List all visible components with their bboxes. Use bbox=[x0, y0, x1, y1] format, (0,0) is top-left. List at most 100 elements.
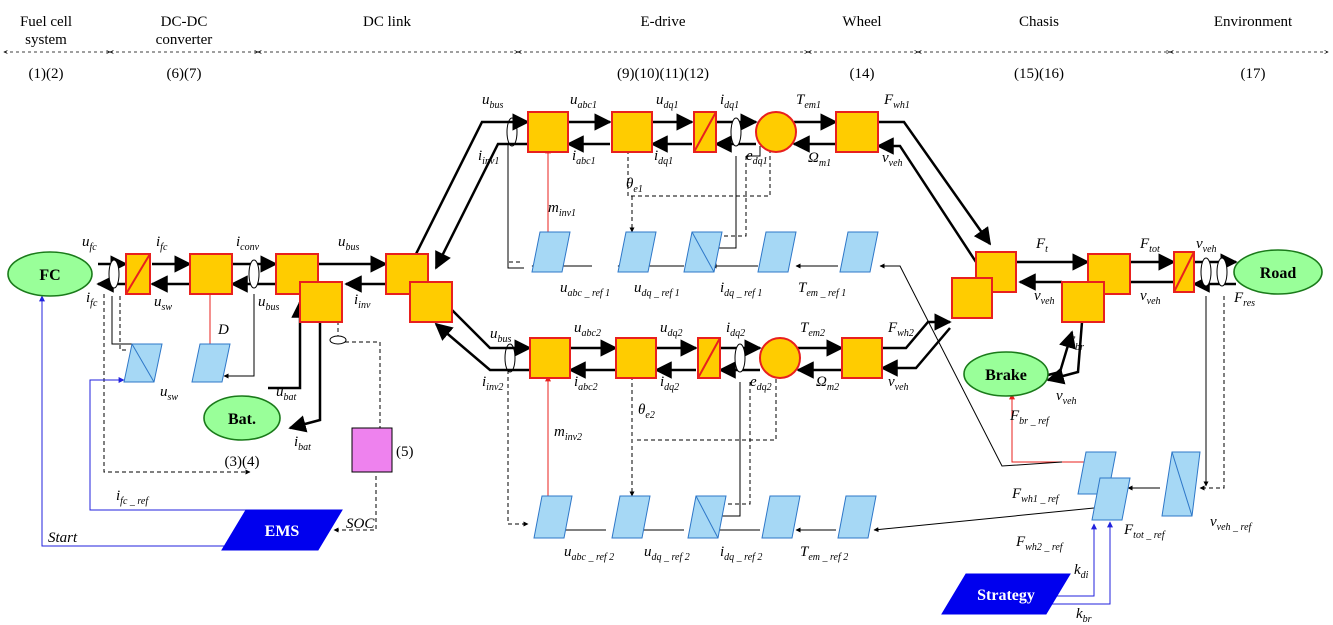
converter-control-2 bbox=[191, 343, 231, 383]
label-i-dq2-t: idq2 bbox=[726, 320, 745, 339]
current2-control bbox=[687, 495, 727, 539]
label-v-veh-ch2: vveh bbox=[1140, 288, 1161, 307]
dcdc-converter-block bbox=[189, 253, 233, 295]
section-wheel-eqs: (14) bbox=[850, 66, 875, 82]
sensor-marks bbox=[108, 117, 1228, 373]
section-dcdc-title-1: DC-DC bbox=[161, 14, 208, 30]
wheel2-block bbox=[841, 337, 883, 379]
label-e-dq2: edq2 bbox=[750, 374, 772, 393]
label-u-sw-2: usw bbox=[160, 384, 178, 403]
wheel1-block bbox=[835, 111, 879, 153]
label-m-inv2: minv2 bbox=[554, 424, 582, 443]
motor2-circle bbox=[759, 337, 801, 379]
label-v-veh-ch1: vveh bbox=[1034, 288, 1055, 307]
label-u-bus-2: ubus bbox=[490, 326, 512, 345]
label-k-di: kdi bbox=[1074, 562, 1089, 581]
label-i-bat: ibat bbox=[294, 434, 311, 453]
strategy-block: Strategy bbox=[941, 573, 1071, 615]
label-v-veh-2: vveh bbox=[888, 374, 909, 393]
label-i-fc-left: ifc bbox=[86, 290, 98, 309]
inv2-control bbox=[533, 495, 573, 539]
label-F-res: Fres bbox=[1233, 290, 1255, 309]
chassis-coupling-block-2 bbox=[951, 277, 993, 319]
label-u-bus-link: ubus bbox=[338, 234, 360, 253]
road-source: Road bbox=[1233, 249, 1323, 295]
dclink-block-2 bbox=[409, 281, 453, 323]
label-SOC: SOC bbox=[346, 516, 375, 532]
dcdc-coupling-block-2 bbox=[299, 281, 343, 323]
inverter2-block bbox=[529, 337, 571, 379]
label-i-abc2: iabc2 bbox=[574, 374, 598, 393]
conversion-blocks bbox=[189, 111, 1131, 379]
section-wheel-title: Wheel bbox=[842, 14, 881, 30]
sources: FC Bat. Road Brake bbox=[7, 249, 1323, 441]
label-i-dq1-t: idq1 bbox=[720, 92, 739, 111]
label-v-veh-ref: vveh _ ref bbox=[1210, 514, 1253, 533]
chassis-accumulation bbox=[1173, 251, 1195, 293]
label-i-inv2: iinv2 bbox=[482, 374, 503, 393]
label-i-inv1: iinv1 bbox=[478, 148, 499, 167]
wheel-force-distribution-2 bbox=[1091, 477, 1131, 521]
label-u-dq2: udq2 bbox=[660, 320, 683, 339]
section-header: Fuel cell system (1)(2) DC-DC converter … bbox=[4, 14, 1328, 82]
park2-control bbox=[611, 495, 651, 539]
torque1-control bbox=[757, 231, 797, 273]
label-i-conv: iconv bbox=[236, 234, 260, 253]
ems-label: EMS bbox=[265, 523, 300, 540]
em-conversion bbox=[755, 111, 801, 379]
fuel-cell-source: FC bbox=[7, 251, 93, 297]
label-u-abc2: uabc2 bbox=[574, 320, 601, 339]
soc-estimator: (5) bbox=[351, 427, 414, 473]
label-F-wh1-ref: Fwh1 _ ref bbox=[1011, 486, 1060, 505]
label-u-abc1: uabc1 bbox=[570, 92, 597, 111]
chassis-speed-control bbox=[1161, 451, 1201, 517]
section-environment-eqs: (17) bbox=[1241, 66, 1266, 82]
label-v-veh-brake: vveh bbox=[1056, 388, 1077, 407]
variable-labels: ufc ifc ifc iconv usw D ubus ubus iinv u… bbox=[48, 92, 1255, 625]
fc-accumulation bbox=[125, 253, 151, 295]
soc-eq-label: (5) bbox=[396, 444, 414, 460]
label-i-dq2-b: idq2 bbox=[660, 374, 679, 393]
motor1-circle bbox=[755, 111, 797, 153]
label-i-fc-ref: ifc _ ref bbox=[116, 488, 149, 507]
section-chasis-eqs: (15)(16) bbox=[1014, 66, 1064, 82]
converter-control-1 bbox=[123, 343, 163, 383]
section-fuel-cell-eqs: (1)(2) bbox=[29, 66, 64, 82]
label-F-br-ref: Fbr _ ref bbox=[1009, 408, 1050, 427]
label-F-br: Fbr bbox=[1065, 334, 1084, 353]
label-i-dq-ref1: idq _ ref 1 bbox=[720, 280, 762, 299]
current1-control bbox=[683, 231, 723, 273]
inverter1-block bbox=[527, 111, 569, 153]
label-m-inv1: minv1 bbox=[548, 200, 576, 219]
inv1-control bbox=[531, 231, 571, 273]
drive1-accumulation bbox=[693, 111, 717, 153]
park1-block bbox=[611, 111, 653, 153]
label-u-dq-ref1: udq _ ref 1 bbox=[634, 280, 680, 299]
label-F-wh2: Fwh2 bbox=[887, 320, 914, 339]
strategy-label: Strategy bbox=[977, 587, 1035, 604]
label-v-veh-1: vveh bbox=[882, 150, 903, 169]
label-u-abc-ref2: uabc _ ref 2 bbox=[564, 544, 614, 563]
road-label: Road bbox=[1260, 265, 1297, 282]
brake-label: Brake bbox=[985, 367, 1027, 384]
label-k-br: kbr bbox=[1076, 606, 1092, 625]
label-i-inv: iinv bbox=[354, 292, 371, 311]
label-u-abc-ref1: uabc _ ref 1 bbox=[560, 280, 610, 299]
label-F-wh2-ref: Fwh2 _ ref bbox=[1015, 534, 1064, 553]
section-dcdc-title-2: converter bbox=[156, 32, 213, 48]
label-F-t: Ft bbox=[1035, 236, 1048, 255]
label-u-fc: ufc bbox=[82, 234, 97, 253]
label-Start: Start bbox=[48, 530, 78, 546]
label-i-dq-ref2: idq _ ref 2 bbox=[720, 544, 762, 563]
label-D: D bbox=[217, 322, 229, 338]
label-v-veh-env: vveh bbox=[1196, 236, 1217, 255]
brake-source: Brake bbox=[963, 351, 1049, 397]
label-u-dq-ref2: udq _ ref 2 bbox=[644, 544, 690, 563]
section-edrive-title: E-drive bbox=[641, 14, 686, 30]
torque2-control bbox=[761, 495, 801, 539]
label-theta-e2: θe2 bbox=[638, 402, 655, 421]
label-theta-e1: θe1 bbox=[626, 176, 643, 195]
label-i-dq1-b: idq1 bbox=[654, 148, 673, 167]
section-fuel-cell-title-1: Fuel cell bbox=[20, 14, 72, 30]
label-u-bus-conv: ubus bbox=[258, 294, 280, 313]
